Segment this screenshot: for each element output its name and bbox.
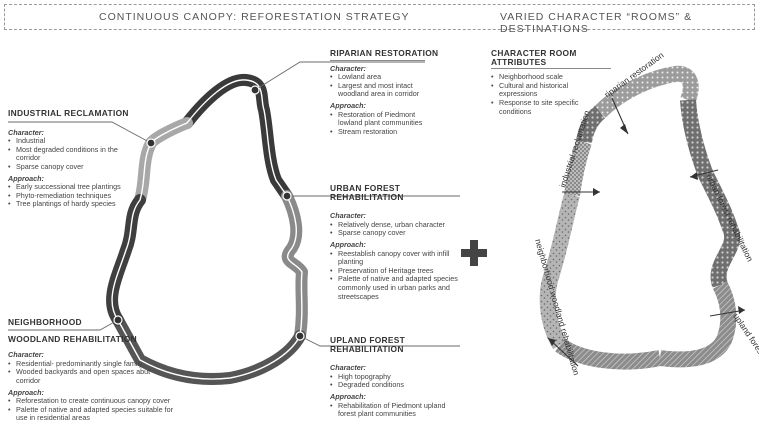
riparian-room	[594, 65, 699, 118]
industrial-approach-label: Approach:	[8, 173, 44, 183]
attribute-item: Cultural and historical expressions	[491, 81, 601, 99]
industrial-approach-item: Early successional tree plantings	[8, 183, 138, 192]
neighborhood-room	[539, 192, 580, 350]
riparian-leader	[254, 61, 425, 91]
neighborhood-character-item: Residential- predominantly single family	[8, 359, 198, 369]
arrow-marker	[548, 338, 556, 346]
urban-room	[680, 99, 741, 288]
urban-character-item: Relatively dense, urban character	[330, 220, 460, 230]
industrial-character-item: Most degraded conditions in the corridor	[8, 145, 138, 163]
neighborhood-approach-item: Reforestation to create continuous canop…	[8, 397, 198, 406]
riparian-segment	[181, 73, 293, 202]
arrow-marker	[738, 306, 745, 314]
upland-approach-item: Rehabilitation of Piedmont upland forest…	[330, 401, 460, 419]
neighborhood-approach-item: Palette of native and adapted species su…	[8, 405, 186, 423]
neighborhood-room-2	[555, 338, 662, 370]
urban-character-item: Sparse canopy cover	[330, 229, 460, 238]
riparian-info: RIPARIAN RESTORATION Character: Lowland …	[330, 49, 440, 136]
urban-title: URBAN FOREST REHABILITATION	[330, 183, 404, 202]
upland-info: UPLAND FOREST REHABILITATION Character: …	[330, 336, 460, 419]
character-rooms-diagram	[539, 65, 741, 370]
industrial-character-item: Industrial	[8, 137, 138, 146]
industrial-room	[564, 139, 592, 197]
industrial-info: INDUSTRIAL RECLAMATION Character: Indust…	[8, 109, 138, 209]
junction-marker	[113, 315, 123, 325]
riparian-title: RIPARIAN RESTORATION	[330, 48, 439, 58]
left-section-title: CONTINUOUS CANOPY: REFORESTATION STRATEG…	[99, 11, 410, 23]
urban-character-label: Character:	[330, 211, 366, 221]
arrow-marker	[593, 188, 600, 196]
riparian-character-label: Character:	[330, 63, 366, 73]
urban-approach-item: Preservation of Heritage trees	[330, 266, 460, 276]
riparian-approach-label: Approach:	[330, 100, 366, 110]
industrial-approach-item: Tree plantings of hardy species	[8, 200, 138, 209]
neighborhood-title-line2: WOODLAND REHABILITATION	[8, 333, 137, 344]
neighborhood-title-line1: NEIGHBORHOOD	[8, 317, 82, 327]
arrow-marker	[690, 172, 698, 180]
industrial-character-label: Character:	[8, 127, 44, 137]
upland-approach-label: Approach:	[330, 391, 366, 401]
industrial-leader	[8, 121, 152, 144]
upland-character-item: High topography	[330, 372, 460, 382]
upland-leader	[299, 335, 460, 347]
riparian-character-item: Lowland area	[330, 73, 440, 82]
junction-marker	[250, 85, 260, 95]
neighborhood-leader	[8, 319, 119, 331]
neighborhood-segment	[106, 194, 146, 326]
arrow-marker	[620, 124, 628, 134]
neighborhood-approach-label: Approach:	[8, 387, 44, 397]
riparian-character-item: Largest and most intact woodland area in…	[330, 81, 440, 99]
plus-icon	[461, 240, 487, 266]
attributes-title: CHARACTER ROOM ATTRIBUTES	[491, 48, 577, 67]
junction-marker	[146, 138, 156, 148]
header-bar: CONTINUOUS CANOPY: REFORESTATION STRATEG…	[4, 4, 755, 35]
right-section-title: VARIED CHARACTER “ROOMS” & DESTINATIONS	[500, 11, 693, 35]
urban-approach-item: Reestablish canopy cover with infill pla…	[330, 249, 460, 267]
industrial-approach-item: Phyto-remediation techniques	[8, 191, 138, 201]
upland-title: UPLAND FOREST REHABILITATION	[330, 335, 406, 354]
junction-marker	[295, 331, 305, 341]
industrial-character-item: Sparse canopy cover	[8, 162, 138, 172]
neighborhood-character-item: Wooded backyards and open spaces abut co…	[8, 368, 166, 385]
neighborhood-character-label: Character:	[8, 350, 44, 360]
upland-character-item: Degraded conditions	[330, 381, 460, 390]
riparian-approach-item: Stream restoration	[330, 127, 440, 137]
attributes-info: CHARACTER ROOM ATTRIBUTES Neighborhood s…	[491, 48, 611, 116]
urban-approach-item: Palette of native and adapted species co…	[330, 275, 460, 301]
attribute-item: Response to site specific conditions	[491, 98, 601, 116]
junction-marker	[282, 191, 292, 201]
neighborhood-info: NEIGHBORHOOD WOODLAND REHABILITATION Cha…	[8, 318, 198, 423]
upland-character-label: Character:	[330, 363, 366, 373]
industrial-title: INDUSTRIAL RECLAMATION	[8, 108, 129, 118]
upland-room	[658, 281, 737, 368]
urban-info: URBAN FOREST REHABILITATION Character: R…	[330, 184, 460, 301]
riparian-approach-item: Restoration of Piedmont lowland plant co…	[330, 110, 440, 128]
attribute-item: Neighborhood scale	[491, 73, 601, 82]
urban-approach-label: Approach:	[330, 239, 366, 249]
